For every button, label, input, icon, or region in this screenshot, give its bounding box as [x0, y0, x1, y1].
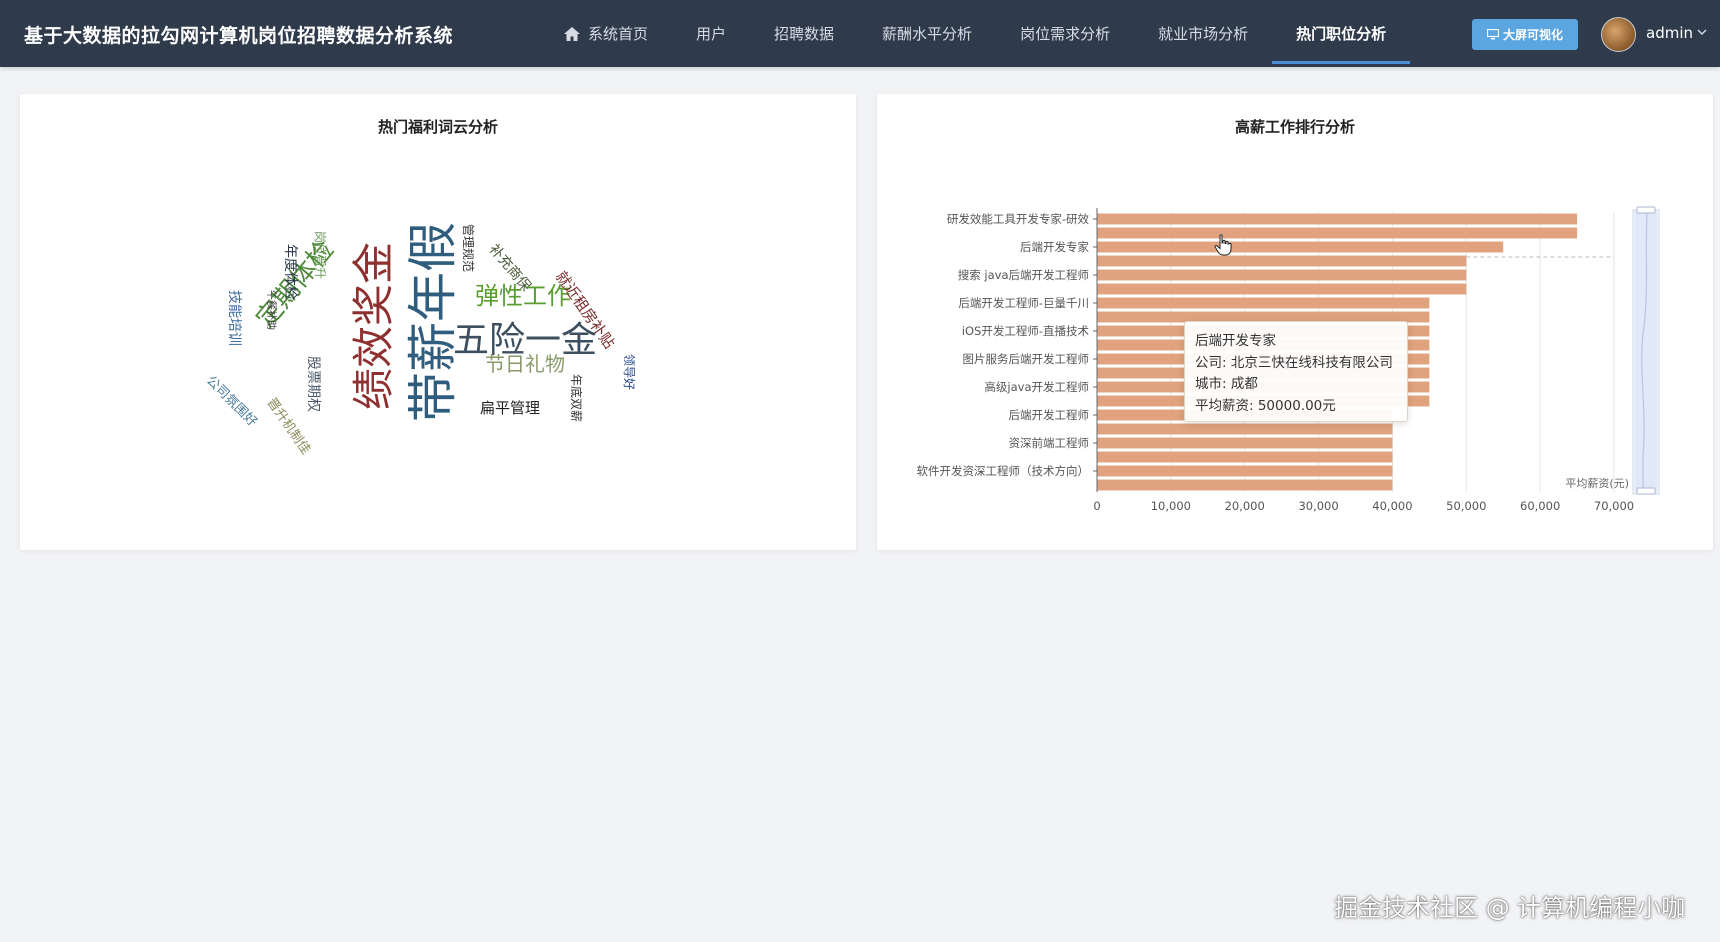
- x-axis-label: 平均薪资(元): [1565, 477, 1629, 490]
- wordcloud-word[interactable]: 带薪年假: [404, 222, 462, 422]
- nav-item-label: 用户: [696, 25, 727, 43]
- bar[interactable]: [1097, 283, 1467, 295]
- nav-item-users[interactable]: 用户: [672, 0, 750, 67]
- x-tick-label: 60,000: [1520, 499, 1560, 513]
- bar[interactable]: [1097, 213, 1578, 225]
- wordcloud-word[interactable]: 午餐补助: [265, 290, 276, 330]
- wordcloud-word[interactable]: 领导好: [622, 354, 636, 391]
- bar[interactable]: [1097, 255, 1467, 267]
- x-tick-label: 70,000: [1594, 499, 1634, 513]
- nav-item-label: 就业市场分析: [1158, 25, 1249, 43]
- user-name[interactable]: admin: [1646, 24, 1693, 42]
- bar[interactable]: [1097, 311, 1430, 323]
- y-category-label: 软件开发资深工程师（技术方向）: [917, 464, 1090, 478]
- bar[interactable]: [1097, 451, 1393, 463]
- tooltip-salary: 平均薪资: 50000.00元: [1195, 397, 1336, 414]
- wordcloud-word[interactable]: 五险一金: [453, 320, 598, 361]
- data-zoom-window[interactable]: [1635, 212, 1657, 492]
- bar[interactable]: [1097, 437, 1393, 449]
- top-navbar: 基于大数据的拉勾网计算机岗位招聘数据分析系统 系统首页 用户 招聘数据 薪酬水平…: [0, 0, 1720, 67]
- wordcloud-word[interactable]: 岗位晋升: [313, 231, 327, 280]
- wordcloud-word[interactable]: 年度体检: [282, 244, 298, 300]
- wordcloud-word[interactable]: 节日礼物: [485, 352, 565, 376]
- wordcloud-word[interactable]: 管理规范: [461, 224, 475, 273]
- y-category-label: iOS开发工程师-直播技术: [962, 324, 1090, 338]
- bar[interactable]: [1097, 423, 1393, 435]
- monitor-icon: [1486, 29, 1499, 40]
- data-zoom-handle-bottom[interactable]: [1636, 487, 1656, 495]
- bar[interactable]: [1097, 479, 1393, 491]
- nav-item-salary-analysis[interactable]: 薪酬水平分析: [858, 0, 996, 67]
- tooltip-city: 城市: 成都: [1195, 376, 1258, 392]
- y-category-label: 高级java开发工程师: [984, 380, 1089, 394]
- wordcloud-title: 热门福利词云分析: [377, 118, 498, 136]
- wordcloud-word[interactable]: 扁平管理: [480, 399, 541, 417]
- wordcloud-word[interactable]: 股票期权: [305, 356, 321, 412]
- wordcloud-word[interactable]: 技能培训: [226, 290, 242, 346]
- nav-item-label: 岗位需求分析: [1020, 25, 1111, 43]
- y-category-label: 图片服务后端开发工程师: [963, 352, 1090, 366]
- nav-item-label: 热门职位分析: [1296, 25, 1387, 43]
- big-screen-label: 大屏可视化: [1502, 28, 1563, 42]
- bar[interactable]: [1097, 241, 1504, 253]
- big-screen-button[interactable]: 大屏可视化: [1472, 19, 1578, 50]
- x-tick-label: 50,000: [1446, 499, 1486, 513]
- wordcloud-card: 热门福利词云分析 带薪年假绩效奖金五险一金定期体检弹性工作节日礼物扁平管理就近租…: [20, 94, 856, 550]
- nav-item-hot-positions[interactable]: 热门职位分析: [1272, 0, 1411, 67]
- y-category-label: 搜索 java后端开发工程师: [958, 268, 1089, 282]
- y-category-label: 后端开发工程师: [1009, 408, 1090, 422]
- main-nav: 系统首页 用户 招聘数据 薪酬水平分析 岗位需求分析 就业市场分析 热门职位分析: [540, 0, 1411, 67]
- wordcloud-word[interactable]: 绩效奖金: [349, 241, 398, 410]
- chart-tooltip: 后端开发专家 公司: 北京三快在线科技有限公司 城市: 成都 平均薪资: 500…: [1184, 321, 1408, 422]
- chevron-down-icon[interactable]: [1696, 26, 1708, 38]
- tooltip-position: 后端开发专家: [1195, 333, 1276, 349]
- wordcloud-word[interactable]: 弹性工作: [475, 282, 571, 310]
- y-category-label: 后端开发工程师-巨量千川: [958, 296, 1089, 310]
- salary-ranking-title: 高薪工作排行分析: [1234, 118, 1355, 136]
- data-zoom-shadow: [1641, 213, 1648, 489]
- y-category-label: 研发效能工具开发专家-研效: [947, 212, 1090, 226]
- nav-item-home[interactable]: 系统首页: [540, 0, 672, 67]
- data-zoom-handle-top[interactable]: [1636, 206, 1656, 214]
- x-tick-label: 40,000: [1372, 499, 1412, 513]
- nav-item-recruitment-data[interactable]: 招聘数据: [750, 0, 858, 67]
- bar[interactable]: [1097, 227, 1578, 239]
- app-title: 基于大数据的拉勾网计算机岗位招聘数据分析系统: [24, 25, 454, 47]
- y-category-label: 资深前端工程师: [1009, 436, 1090, 450]
- nav-item-market-analysis[interactable]: 就业市场分析: [1134, 0, 1272, 67]
- salary-ranking-card: 高薪工作排行分析 0 10,000 20,000 30,000 40,000 50,000…: [877, 94, 1713, 550]
- bar[interactable]: [1097, 269, 1467, 281]
- x-tick-label: 20,000: [1225, 499, 1265, 513]
- nav-item-label: 系统首页: [588, 25, 649, 43]
- avatar[interactable]: [1601, 17, 1636, 52]
- x-tick-label: 30,000: [1298, 499, 1338, 513]
- bar[interactable]: [1097, 465, 1393, 477]
- wordcloud-word[interactable]: 年底双薪: [569, 374, 583, 423]
- hand-cursor-icon: [1214, 234, 1232, 256]
- wordcloud-word[interactable]: 公司氛围好: [203, 373, 260, 430]
- bar[interactable]: [1097, 297, 1430, 309]
- nav-item-label: 薪酬水平分析: [882, 25, 973, 43]
- x-tick-label: 10,000: [1151, 499, 1191, 513]
- tooltip-company: 公司: 北京三快在线科技有限公司: [1195, 354, 1393, 371]
- x-tick-label: 0: [1093, 499, 1100, 513]
- nav-item-demand-analysis[interactable]: 岗位需求分析: [996, 0, 1134, 67]
- y-category-label: 后端开发专家: [1020, 240, 1089, 254]
- home-icon: [564, 26, 580, 41]
- watermark: 掘金技术社区 @ 计算机编程小咖: [1334, 894, 1686, 922]
- nav-item-label: 招聘数据: [774, 25, 835, 43]
